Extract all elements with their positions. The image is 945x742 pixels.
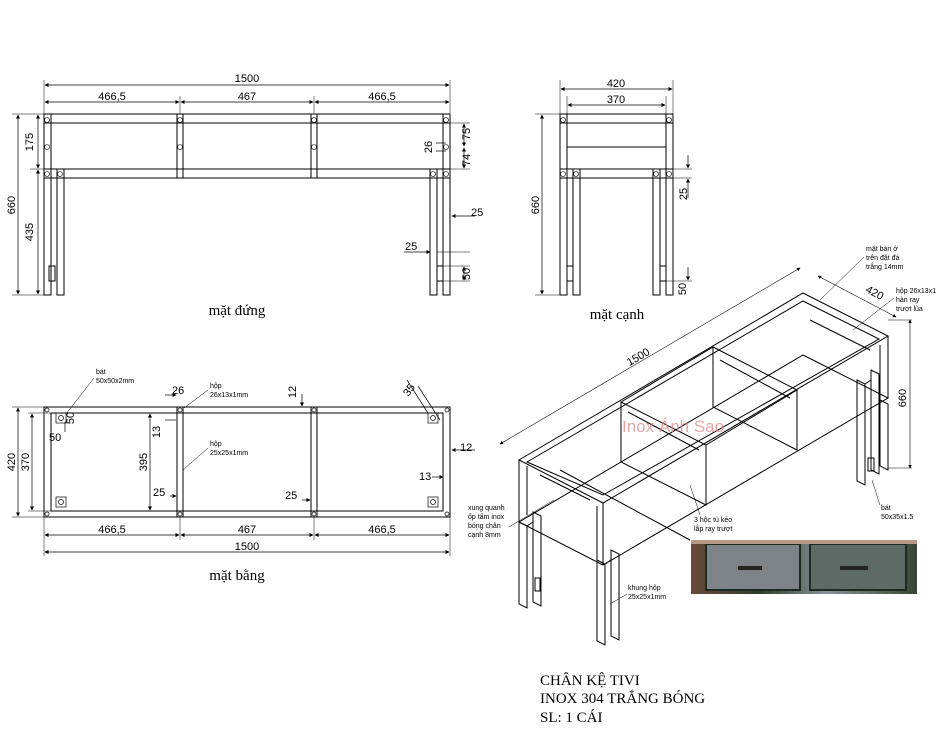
iso-note-drawers-line2: lắp ray trượt — [694, 524, 733, 533]
dim-bracket-v: 50 — [65, 412, 77, 424]
dim-foot: 50 — [461, 268, 473, 280]
product-name: CHÂN KỆ TIVI — [540, 672, 640, 689]
iso-dim-height: 660 — [897, 389, 909, 407]
dim-height: 660 — [6, 196, 18, 214]
plan-view — [12, 379, 475, 556]
dim-plan-inner-depth: 370 — [20, 453, 32, 471]
plan-note-bracket: bát 50x50x2mm — [65, 369, 134, 415]
side-elevation-view — [535, 80, 692, 296]
dim-side-rail: 25 — [678, 188, 690, 200]
iso-note-drawer-rail-line1: hộp 26x13x1 — [896, 288, 936, 295]
dim-drawer-profile: 26 — [423, 141, 435, 153]
plan-note-box-rail-line1: hộp — [210, 383, 222, 390]
iso-note-drawer-rail-line2: hàn ray — [896, 297, 920, 304]
iso-note-frame-line1: khung hộp — [628, 585, 661, 592]
dim-drawer-depth: 395 — [138, 453, 150, 471]
product-quantity: SL: 1 CÁI — [540, 709, 603, 726]
iso-dim-depth: 420 — [863, 284, 885, 303]
dim-tube-left: 25 — [405, 241, 417, 253]
iso-note-frame: khung hộp 25x25x1mm — [609, 585, 666, 605]
iso-note-stone-top-line2: trên đặt đá — [866, 255, 900, 262]
iso-note-stone-top-line1: mặt bàn ở — [866, 245, 898, 253]
dim-rail-26: 26 — [172, 385, 184, 397]
dim-total-length: 1500 — [235, 73, 259, 85]
product-material: INOX 304 TRẮNG BÓNG — [540, 690, 705, 707]
drawer-photo — [691, 540, 917, 594]
dim-upper-gap: 75 — [461, 128, 473, 140]
dim-post-25b: 25 — [285, 490, 297, 502]
iso-note-cladding-line2: ốp tấm inox — [468, 512, 505, 521]
dim-plan-depth: 420 — [6, 453, 18, 471]
side-view-title: mặt cạnh — [590, 307, 645, 323]
title-block: CHÂN KỆ TIVI INOX 304 TRẮNG BÓNG SL: 1 C… — [540, 672, 705, 726]
iso-note-drawers: 3 hộc tủ kéo lắp ray trượt — [689, 484, 733, 533]
dim-side-foot: 50 — [677, 283, 689, 295]
plan-view-dimensions: 420 370 50 50 395 13 26 12 25 25 35 12 1… — [6, 369, 472, 584]
iso-note-cladding: xung quanh ốp tấm inox bóng chân cạnh 8m… — [468, 499, 555, 539]
iso-note-frame-line2: 25x25x1mm — [628, 594, 666, 601]
plan-note-bracket-line2: 50x50x2mm — [96, 378, 134, 385]
dim-rail-13: 13 — [151, 426, 163, 438]
dim-side-13: 13 — [419, 471, 431, 483]
plan-note-box-frame-line2: 25x25x1mm — [210, 450, 248, 457]
dim-bracket-h: 50 — [49, 432, 61, 444]
dim-top-section: 175 — [24, 133, 36, 151]
iso-note-drawer-rail-line3: trượt lùa — [896, 306, 923, 313]
dim-tube-right: 25 — [471, 207, 483, 219]
dim-rail-12: 12 — [287, 386, 299, 398]
iso-note-foot-bracket-line2: 50x35x1.5 — [881, 514, 913, 521]
dim-post-25a: 25 — [153, 487, 165, 499]
plan-note-box-frame: hộp 25x25x1mm — [182, 441, 248, 471]
plan-note-box-frame-line1: hộp — [210, 441, 222, 448]
front-elevation-dimensions: 1500 466,5 467 466,5 660 175 435 75 26 7… — [6, 73, 483, 319]
iso-note-stone-top: mặt bàn ở trên đặt đá trắng 14mm — [819, 245, 904, 301]
dim-plan-bay-left: 466,5 — [98, 524, 126, 536]
isometric-view — [499, 267, 912, 646]
front-view-title: mặt đứng — [209, 303, 266, 319]
iso-note-drawer-rail: hộp 26x13x1 hàn ray trượt lùa — [852, 288, 936, 331]
dim-leg-section: 435 — [24, 223, 36, 241]
plan-note-box-rail-line2: 26x13x1mm — [210, 392, 248, 399]
plan-note-box-rail: hộp 26x13x1mm — [183, 383, 248, 409]
plan-note-bracket-line1: bát — [96, 369, 106, 376]
dim-side-height: 660 — [530, 196, 542, 214]
iso-note-cladding-line3: bóng chân — [468, 523, 501, 530]
dim-bay-right: 466,5 — [368, 91, 396, 103]
plan-view-title: mặt bằng — [209, 568, 265, 584]
iso-note-foot-bracket-line1: bát — [881, 505, 891, 512]
iso-note-drawers-line1: 3 hộc tủ kéo — [694, 516, 732, 524]
iso-note-cladding-line1: xung quanh — [468, 505, 505, 512]
dim-lower-gap: 74 — [461, 154, 473, 166]
iso-note-stone-top-line3: trắng 14mm — [866, 262, 904, 271]
dim-depth: 420 — [607, 78, 625, 90]
dim-side-12: 12 — [460, 442, 472, 454]
front-elevation-view — [12, 80, 475, 296]
dim-inner-depth: 370 — [607, 94, 625, 106]
iso-note-foot-bracket: bát 50x35x1.5 — [871, 479, 913, 521]
iso-dim-length: 1500 — [625, 346, 652, 369]
dim-plan-total: 1500 — [235, 541, 259, 553]
dim-plan-bay-right: 466,5 — [368, 524, 396, 536]
dim-bay-center: 467 — [238, 91, 256, 103]
dim-plan-bay-center: 467 — [238, 524, 256, 536]
watermark: Inox Ánh Sao — [622, 417, 724, 436]
iso-note-cladding-line4: cạnh 8mm — [468, 532, 501, 539]
dim-bay-left: 466,5 — [98, 91, 126, 103]
dim-gusset: 35 — [401, 382, 418, 399]
